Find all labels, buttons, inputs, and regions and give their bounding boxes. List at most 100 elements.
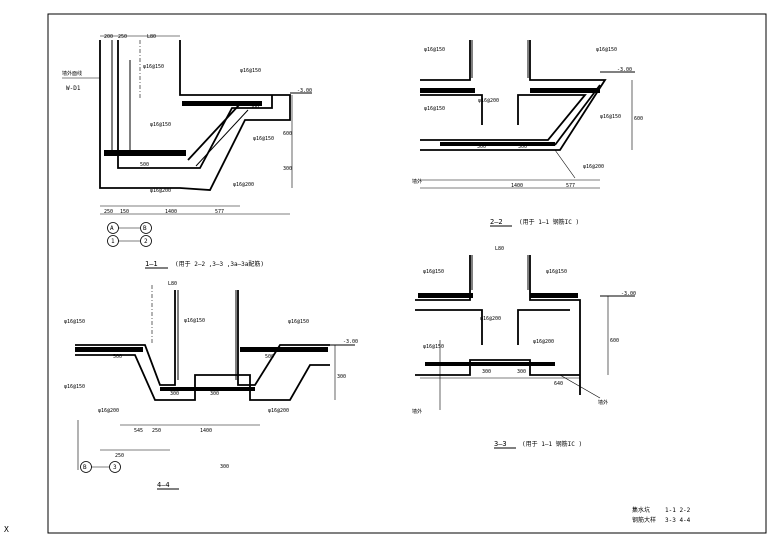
section-1-title: 1—1: [145, 260, 158, 268]
section-3-side-right: 墙外: [598, 399, 608, 406]
section-4-dim-250: 250: [152, 428, 161, 434]
section-2-title: 2—2: [490, 218, 503, 226]
section-3-dim-300a: 300: [482, 369, 491, 375]
section-4-rebar-c: φ16@150: [288, 319, 309, 325]
section-1-dim-150: 150: [120, 209, 129, 215]
section-2-outline: [420, 40, 607, 151]
section-2-dim-1400: 1400: [511, 183, 523, 189]
section-3-rebar-b: φ16@200: [480, 316, 501, 322]
section-4-4: L80 φ16@150 φ16@150 φ16@150 φ16@150 φ16@…: [64, 281, 358, 490]
section-1-dim-mid: 300: [250, 104, 259, 110]
section-4-title: 4—4: [157, 481, 170, 489]
section-2-rebar-b: φ16@150: [596, 47, 617, 53]
axis-bubble-b: [140, 222, 152, 234]
section-1-bottom-rebar-band: [104, 150, 186, 156]
section-3-level: -3.00: [621, 291, 636, 297]
section-4-rebar-f: φ16@200: [268, 408, 289, 414]
section-4-level: -3.00: [343, 339, 358, 345]
section-3-left-rebar-band: [418, 293, 473, 298]
section-2-dim-600: 600: [634, 116, 643, 122]
section-4-dim-545: 545: [134, 428, 143, 434]
section-2-rebar-f: φ16@150: [600, 114, 621, 120]
section-1-slope-rebar-2: [195, 109, 249, 167]
section-1-dim-300: 300: [283, 166, 292, 172]
section-1-rebar-b: φ16@150: [240, 68, 261, 74]
section-4-dim-500b: 500: [265, 354, 274, 360]
section-1-inner-outline: [117, 40, 273, 169]
section-1-dim-500: 500: [140, 162, 149, 168]
section-1-dim-250: 250: [118, 34, 127, 40]
title-block-line2: 钢筋大样: [632, 516, 656, 524]
axis-label-1: 1: [111, 238, 115, 245]
section-1-rebar-a: φ16@150: [143, 64, 164, 70]
section-3-dim-640: 640: [554, 381, 563, 387]
axis-label-a: A: [110, 225, 114, 232]
section-2-slope-leader: [554, 149, 576, 179]
section-4-bottom-rebar-band: [160, 387, 255, 391]
axis-label-b-2: B: [83, 464, 87, 471]
section-3-rebar-c: φ16@200: [533, 339, 554, 345]
section-1-rebar-f: φ16@200: [233, 182, 254, 188]
axis-label-b: B: [143, 225, 147, 232]
section-2-2: φ16@150 φ16@150 φ16@200 φ16@200 φ16@150 …: [412, 40, 643, 227]
section-4-dim-300b: 300: [210, 391, 219, 397]
sheet-border: [47, 13, 767, 534]
section-1-rebar-d: φ16@150: [253, 136, 274, 142]
axis-bubble-2: [140, 235, 152, 247]
section-4-dim-250b: 250: [115, 453, 124, 459]
section-1-note: (用于 2—2 ,3—3 ,3a—3a配筋): [175, 260, 264, 268]
section-4-outline: [75, 354, 330, 401]
axis-label-3: 3: [113, 464, 117, 471]
section-1-dim-577: 577: [215, 209, 224, 215]
section-1-rebar-c: φ16@150: [150, 122, 171, 128]
section-3-side-left: 墙外: [412, 408, 422, 415]
section-4-right-rebar-band: [240, 347, 328, 352]
section-4-rebar-a: φ16@150: [64, 319, 85, 325]
section-4-left-rebar-band: [75, 347, 143, 352]
section-1-rebar-e: φ16@200: [150, 188, 171, 194]
section-4-dim-300a: 300: [170, 391, 179, 397]
section-1-dim-1400: 1400: [165, 209, 177, 215]
section-4-note: 300: [220, 464, 229, 470]
section-2-dim-300a: 300: [477, 144, 486, 150]
section-1-slope-rebar: [187, 103, 241, 161]
section-4-dim-1400: 1400: [200, 428, 212, 434]
section-2-rebar-d: φ16@200: [583, 164, 604, 170]
section-2-inner-outline: [420, 94, 587, 141]
section-2-left-rebar-band: [420, 88, 475, 93]
section-3-note: (用于 1—1 钢筋IC ): [522, 440, 582, 448]
section-2-rebar-e: φ16@150: [424, 106, 445, 112]
title-block-line1: 集水坑: [632, 506, 650, 514]
section-4-dim-300c: 300: [337, 374, 346, 380]
section-2-side-label: 墙外: [412, 178, 422, 185]
section-3-bottom-rebar-band: [425, 362, 555, 366]
section-2-rebar-c: φ16@200: [478, 98, 499, 104]
section-2-rebar-a: φ16@150: [424, 47, 445, 53]
section-3-inner-outline: [415, 309, 570, 345]
section-4-rebar-e: φ16@200: [98, 408, 119, 414]
section-1-1: L80 200 250 墙外面线 W-D1 φ16@150 φ16@150 φ1…: [62, 34, 312, 269]
section-2-slope-rebar: [554, 84, 601, 146]
section-2-bottom-rebar-band: [440, 142, 555, 146]
section-1-dim-600: 600: [283, 131, 292, 137]
section-3-title: 3—3: [494, 440, 507, 448]
section-1-outline: [99, 40, 291, 191]
section-3-outline: [415, 255, 581, 395]
title-block-line2-value: 3-3 4-4: [665, 517, 691, 524]
section-3-right-rebar-band: [530, 293, 578, 298]
section-4-rebar-b: φ16@150: [184, 318, 205, 324]
section-3-top-width: L80: [495, 246, 504, 252]
axis-label-2: 2: [144, 238, 148, 245]
section-3-rebar-d: φ16@150: [546, 269, 567, 275]
section-1-level: -3.00: [297, 88, 312, 94]
section-2-note: (用于 1—1 钢筋IC ): [519, 218, 579, 226]
section-1-dim-250b: 250: [104, 209, 113, 215]
section-1-edge-label-2: W-D1: [66, 85, 81, 92]
section-3-dim-600: 600: [610, 338, 619, 344]
section-4-top-width: L80: [168, 281, 177, 287]
section-3-dim-300b: 300: [517, 369, 526, 375]
section-1-top-width: L80: [147, 34, 156, 40]
section-3-3: L80 φ16@150 φ16@200 φ16@200 φ16@150 φ16@…: [412, 246, 636, 449]
section-3-rebar-e: φ16@150: [423, 344, 444, 350]
